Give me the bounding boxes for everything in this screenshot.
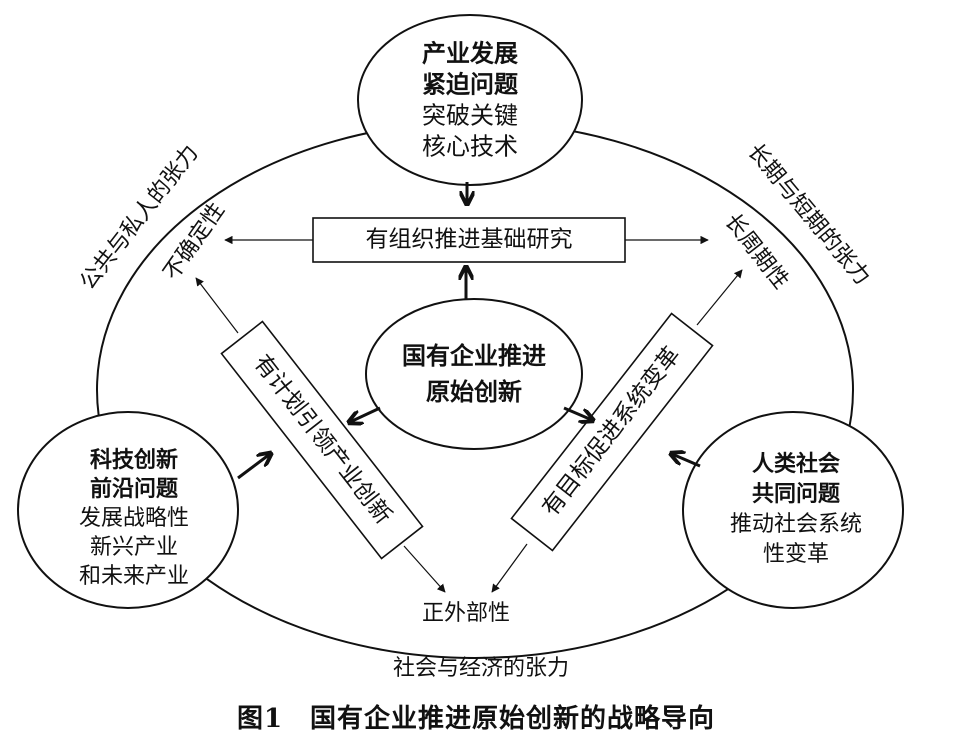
- left-node-line2: 前沿问题: [89, 477, 179, 502]
- right-node-ellipse: [682, 411, 904, 609]
- top-node-line3: 突破关键: [422, 101, 518, 130]
- arrow-center-to-right-box: [563, 406, 592, 420]
- left-node-line4: 新兴产业: [89, 535, 179, 560]
- right-node-line2: 共同问题: [751, 482, 841, 507]
- arrow-center-to-left-box: [350, 406, 381, 422]
- arrow-left-node-up: [237, 454, 270, 480]
- top-node-ellipse: [357, 14, 583, 186]
- left-node-line1: 科技创新: [89, 448, 179, 473]
- arrow-right-box-to-long-cycle: [696, 269, 743, 326]
- right-node-line4: 性变革: [762, 542, 830, 567]
- right-node-line3: 推动社会系统: [729, 512, 863, 537]
- social-economic-tension-label: 社会与经济的张力: [392, 656, 570, 681]
- arrow-left-box-to-uncertainty: [195, 277, 239, 334]
- right-node-text: 人类社会 共同问题 推动社会系统 性变革: [730, 454, 862, 566]
- externality-label: 正外部性: [421, 601, 511, 626]
- arrow-right-node-up: [672, 454, 701, 468]
- center-title: 国有企业推进原始创新: [402, 342, 546, 406]
- top-node-line1: 产业发展: [422, 39, 518, 68]
- left-node-ellipse: [17, 411, 239, 609]
- right-node-line1: 人类社会: [751, 452, 841, 477]
- center-ellipse: [365, 298, 583, 450]
- left-box: [220, 320, 424, 560]
- top-node-line4: 核心技术: [422, 132, 518, 161]
- left-node-line5: 和未来产业: [78, 564, 190, 589]
- arrow-left-box-to-externality: [403, 545, 446, 593]
- top-box-label: 有组织推进基础研究: [365, 226, 573, 253]
- left-node-text: 科技创新 前沿问题 发展战略性 新兴产业 和未来产业: [79, 450, 189, 588]
- top-node-line2: 紧迫问题: [422, 70, 518, 99]
- left-node-line3: 发展战略性: [78, 506, 190, 531]
- top-node-text: 产业发展 紧迫问题 突破关键 核心技术: [422, 42, 518, 159]
- arrow-right-box-to-externality: [491, 543, 528, 593]
- figure-caption: 图1 国有企业推进原始创新的战略导向: [236, 704, 716, 734]
